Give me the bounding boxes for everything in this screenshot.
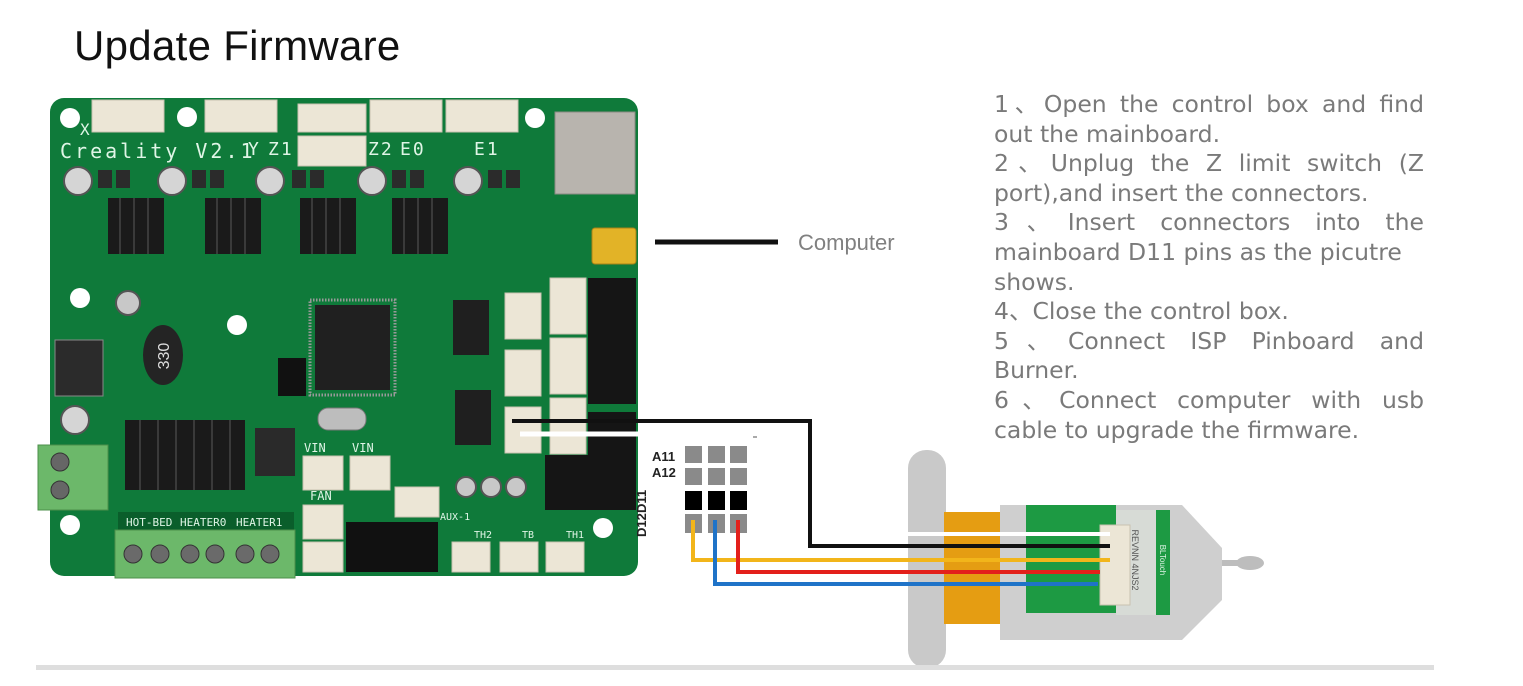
stepper-heatsinks bbox=[108, 198, 448, 254]
step-2-line-1: 2、Unplug the Z limit switch (Z bbox=[994, 149, 1424, 178]
aux-header bbox=[346, 522, 438, 572]
wire-yellow bbox=[691, 520, 1110, 562]
bltouch-probe: REVNN 4NJS2 BLTouch bbox=[908, 450, 1264, 668]
step-6-line-1: 6、Connect computer with usb bbox=[994, 385, 1424, 414]
inductor-label: 330 bbox=[156, 343, 173, 370]
thermistor-connectors bbox=[451, 541, 585, 573]
mainboard: X Creality V2.1 Y Z1 Z2 E0 E1 bbox=[37, 98, 638, 579]
step-2-line-2: port),and insert the connectors. bbox=[994, 178, 1369, 207]
pin-label-a12: A12 bbox=[652, 465, 676, 480]
exp-header bbox=[588, 278, 636, 404]
pin-label-a11: A11 bbox=[652, 449, 676, 464]
silk-z1: Z1 bbox=[268, 139, 294, 160]
mosfet-heatsink bbox=[125, 420, 245, 490]
computer-label: Computer bbox=[798, 230, 895, 255]
mounting-hole bbox=[227, 315, 247, 335]
silk-e1: E1 bbox=[474, 139, 500, 160]
probe-brand-text: BLTouch bbox=[1158, 545, 1167, 576]
pin-a12 bbox=[685, 468, 702, 485]
instruction-steps: 1、Open the control box and find out the … bbox=[994, 90, 1424, 445]
fan-label: FAN bbox=[310, 489, 332, 503]
step-5-line-2: Burner. bbox=[994, 356, 1079, 385]
step-4-line-1: 4、Close the control box. bbox=[994, 297, 1289, 326]
pin-d11 bbox=[730, 491, 747, 510]
bottom-divider bbox=[36, 665, 1434, 670]
power-terminal bbox=[37, 444, 109, 511]
aux-label: AUX-1 bbox=[440, 512, 470, 523]
sd-card-slot bbox=[554, 111, 636, 195]
step-3-line-2: mainboard D11 pins as the picutre bbox=[994, 237, 1402, 266]
pin-a12 bbox=[730, 468, 747, 485]
voltage-regulator bbox=[54, 339, 104, 397]
silk-z2: Z2 bbox=[368, 139, 394, 160]
exp-header bbox=[588, 412, 636, 510]
icsp-header bbox=[278, 358, 306, 396]
axis-connectors bbox=[91, 99, 519, 167]
mounting-hole bbox=[177, 107, 197, 127]
wires bbox=[512, 419, 1110, 586]
th2-label: TH2 bbox=[474, 530, 492, 541]
mounting-hole bbox=[70, 288, 90, 308]
silk-x: X bbox=[80, 120, 90, 139]
wire-black bbox=[512, 419, 1110, 548]
pin-label-d11: D11 bbox=[634, 489, 649, 513]
heater-label-heater1: HEATER1 bbox=[236, 516, 282, 529]
probe-connector bbox=[1099, 524, 1131, 606]
step-5-line-1: 5、Connect ISP Pinboard and bbox=[994, 326, 1424, 355]
heater-label-heater0: HEATER0 bbox=[180, 516, 226, 529]
usb-port bbox=[591, 227, 637, 265]
mounting-hole bbox=[60, 515, 80, 535]
pin-a11 bbox=[708, 446, 725, 463]
brand-label: Creality V2.1 bbox=[60, 139, 256, 163]
step-6-line-2: cable to upgrade the firmware. bbox=[994, 415, 1360, 444]
capacitors bbox=[60, 166, 527, 498]
wire-red bbox=[736, 520, 1100, 574]
fan-connectors bbox=[302, 455, 440, 573]
endstop-connectors bbox=[504, 277, 587, 455]
pin-label-d12: D12 bbox=[634, 513, 649, 537]
smd-components bbox=[98, 170, 520, 188]
tb-label: TB bbox=[522, 530, 534, 541]
probe-label-text: REVNN 4NJS2 bbox=[1130, 529, 1140, 590]
crystal bbox=[317, 407, 367, 431]
step-3-line-1: 3、Insert connectors into the bbox=[994, 208, 1424, 237]
mcu-chip bbox=[315, 305, 390, 390]
wire-blue bbox=[713, 520, 1098, 586]
isp-pin-header bbox=[685, 436, 757, 533]
driver-ic bbox=[455, 390, 491, 445]
pin-a11 bbox=[685, 446, 702, 463]
silk-y: Y bbox=[248, 139, 261, 160]
mounting-hole bbox=[60, 108, 80, 128]
mosfet bbox=[255, 428, 295, 476]
pin-a11 bbox=[730, 446, 747, 463]
pin-header-block bbox=[545, 455, 589, 510]
heater-label-strip bbox=[118, 512, 294, 530]
pin-d11 bbox=[708, 491, 725, 510]
vin-label-2: VIN bbox=[352, 441, 374, 455]
probe-pin bbox=[1236, 556, 1264, 570]
inductor bbox=[143, 325, 183, 385]
th1-label: TH1 bbox=[566, 530, 584, 541]
vin-label-1: VIN bbox=[304, 441, 326, 455]
step-3-line-3: shows. bbox=[994, 267, 1075, 296]
page-title: Update Firmware bbox=[74, 22, 401, 69]
pin-a12 bbox=[708, 468, 725, 485]
step-1-line-1: 1、Open the control box and find bbox=[994, 90, 1424, 118]
step-1-line-2: out the mainboard. bbox=[994, 119, 1221, 148]
pin-d11 bbox=[685, 491, 702, 510]
driver-ic bbox=[453, 300, 489, 355]
silk-e0: E0 bbox=[400, 139, 426, 160]
mounting-hole bbox=[525, 108, 545, 128]
mounting-hole bbox=[593, 518, 613, 538]
heater-label-hotbed: HOT-BED bbox=[126, 516, 172, 529]
